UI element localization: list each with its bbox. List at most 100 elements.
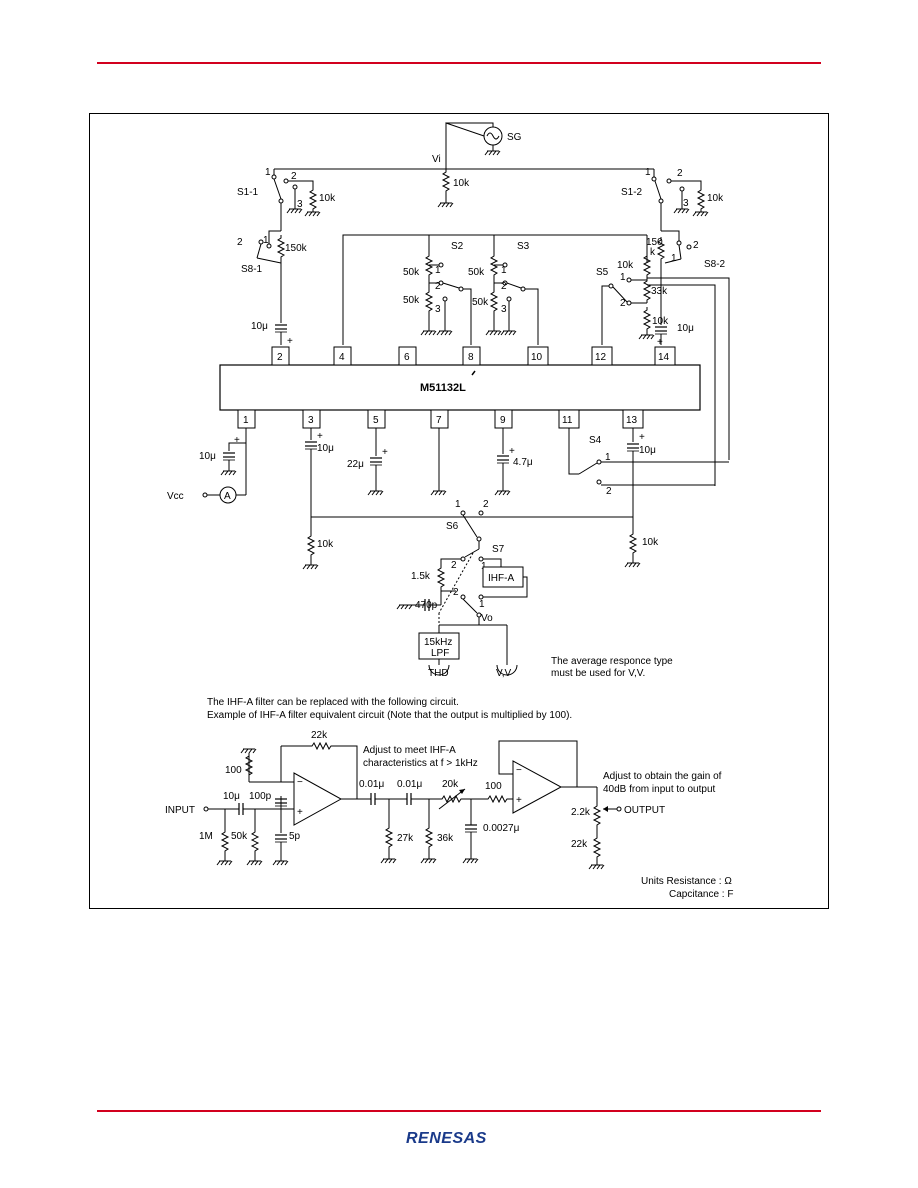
switch-s8-1: 2 1 150k S8-1: [237, 230, 308, 275]
svg-text:2: 2: [237, 237, 243, 248]
thd-meter-label: THD: [428, 668, 449, 679]
svg-text:S7: S7: [492, 544, 505, 555]
ihf-a-label: IHF-A: [488, 573, 514, 584]
header-rule: [97, 62, 821, 64]
svg-text:2: 2: [451, 560, 457, 571]
pin-7: 7: [436, 415, 442, 426]
pin-9: 9: [500, 415, 506, 426]
svg-text:2: 2: [677, 168, 683, 179]
svg-text:Adjust to obtain the gain of: Adjust to obtain the gain of: [603, 771, 722, 782]
svg-text:S1-2: S1-2: [621, 187, 643, 198]
pin-11: 11: [562, 415, 573, 426]
svg-text:1.5k: 1.5k: [411, 571, 431, 582]
svg-text:Adjust to meet IHF-A: Adjust to meet IHF-A: [363, 745, 456, 756]
svg-text:2.2k: 2.2k: [571, 807, 591, 818]
svg-text:15kHz: 15kHz: [424, 637, 452, 648]
pin-5: 5: [373, 415, 379, 426]
svg-text:S1-1: S1-1: [237, 187, 259, 198]
pin-14: 14: [658, 352, 670, 363]
svg-text:1: 1: [265, 167, 271, 178]
svg-text:27k: 27k: [397, 833, 414, 844]
svg-text:1M: 1M: [199, 831, 213, 842]
svg-text:2: 2: [483, 499, 489, 510]
svg-text:10μ: 10μ: [223, 791, 240, 802]
svg-text:10μ: 10μ: [639, 445, 656, 456]
svg-text:+: +: [317, 431, 323, 442]
svg-text:S4: S4: [589, 435, 602, 446]
svg-text:3: 3: [435, 304, 441, 315]
svg-text:+: +: [657, 337, 663, 348]
svg-text:1: 1: [479, 599, 485, 610]
pin-6: 6: [404, 352, 410, 363]
svg-text:50k: 50k: [403, 267, 420, 278]
svg-text:100p: 100p: [249, 791, 272, 802]
svg-text:10k: 10k: [652, 316, 669, 327]
pin-1: 1: [243, 415, 249, 426]
svg-text:50k: 50k: [403, 295, 420, 306]
ihf-note-line2: Example of IHF-A filter equivalent circu…: [207, 710, 572, 721]
svg-text:10μ: 10μ: [317, 443, 334, 454]
ic-top-pins: 2 4 6 8 10 12 14: [271, 346, 676, 366]
svg-text:0.01μ: 0.01μ: [359, 779, 384, 790]
svg-text:1: 1: [455, 499, 461, 510]
signal-generator: SG: [483, 126, 522, 156]
switch-s1-2: 1 2 3 S1-2 10k: [621, 167, 724, 217]
ihf-note-line1: The IHF-A filter can be replaced with th…: [207, 697, 459, 708]
vi-resistor-label: 10k: [453, 178, 470, 189]
svg-text:470p: 470p: [415, 600, 438, 611]
input-label: INPUT: [165, 805, 195, 816]
sg-label: SG: [507, 132, 522, 143]
svg-text:2: 2: [291, 171, 297, 182]
pin-12: 12: [595, 352, 607, 363]
output-label: OUTPUT: [624, 805, 665, 816]
figure-frame: [89, 113, 829, 909]
svg-text:50k: 50k: [231, 831, 248, 842]
svg-text:1: 1: [435, 265, 441, 276]
pin-8: 8: [468, 352, 474, 363]
switch-s7-section: S7 2 1 IHF-A 1.5k 470p 2 1 Vo: [396, 541, 528, 625]
ic-body: [219, 364, 701, 411]
svg-text:1: 1: [620, 272, 626, 283]
svg-text:−: −: [516, 765, 522, 776]
svg-text:10k: 10k: [319, 193, 336, 204]
switch-s5-network: 10k 33k 10k S5 1 2: [596, 235, 730, 486]
svg-text:40dB from input to output: 40dB from input to output: [603, 784, 716, 795]
test-circuit-schematic: SG Vi 10k 1 2 3 S1-1 10k 2 1 150k: [165, 122, 733, 900]
footer-rule: [97, 1110, 821, 1112]
svg-text:3: 3: [683, 198, 689, 209]
svg-text:2: 2: [435, 281, 441, 292]
svg-text:10k: 10k: [642, 537, 659, 548]
svg-text:1: 1: [605, 452, 611, 463]
svg-text:33k: 33k: [651, 286, 668, 297]
switch-s4: S4 1 2: [568, 428, 729, 497]
svg-text:10k: 10k: [617, 260, 634, 271]
svg-text:10μ: 10μ: [251, 321, 268, 332]
switch-s8-2: 2 1 150 k S8-2: [646, 230, 726, 270]
renesas-logo: RENESAS: [406, 1130, 486, 1147]
svg-text:1: 1: [671, 253, 677, 264]
svg-text:50k: 50k: [472, 297, 489, 308]
pin-3: 3: [308, 415, 314, 426]
svg-text:+: +: [639, 432, 645, 443]
svg-text:The average responce type: The average responce type: [551, 656, 673, 667]
ic-name: M51132L: [420, 382, 466, 394]
svg-text:1: 1: [645, 167, 651, 178]
svg-text:+: +: [297, 807, 303, 818]
svg-text:S2: S2: [451, 241, 464, 252]
svg-text:22μ: 22μ: [347, 459, 364, 470]
svg-text:3: 3: [501, 304, 507, 315]
svg-text:10k: 10k: [317, 539, 334, 550]
svg-text:36k: 36k: [437, 833, 454, 844]
svg-text:S6: S6: [446, 521, 459, 532]
svg-text:−: −: [297, 777, 303, 788]
svg-text:S8-2: S8-2: [704, 259, 726, 270]
svg-text:10μ: 10μ: [199, 451, 216, 462]
svg-text:22k: 22k: [311, 730, 328, 741]
pin-13: 13: [626, 415, 638, 426]
svg-text:2: 2: [606, 486, 612, 497]
svg-text:k: k: [650, 247, 656, 258]
svg-text:2: 2: [453, 587, 459, 598]
svg-text:10μ: 10μ: [677, 323, 694, 334]
svg-text:4.7μ: 4.7μ: [513, 457, 533, 468]
pin-2: 2: [277, 352, 283, 363]
